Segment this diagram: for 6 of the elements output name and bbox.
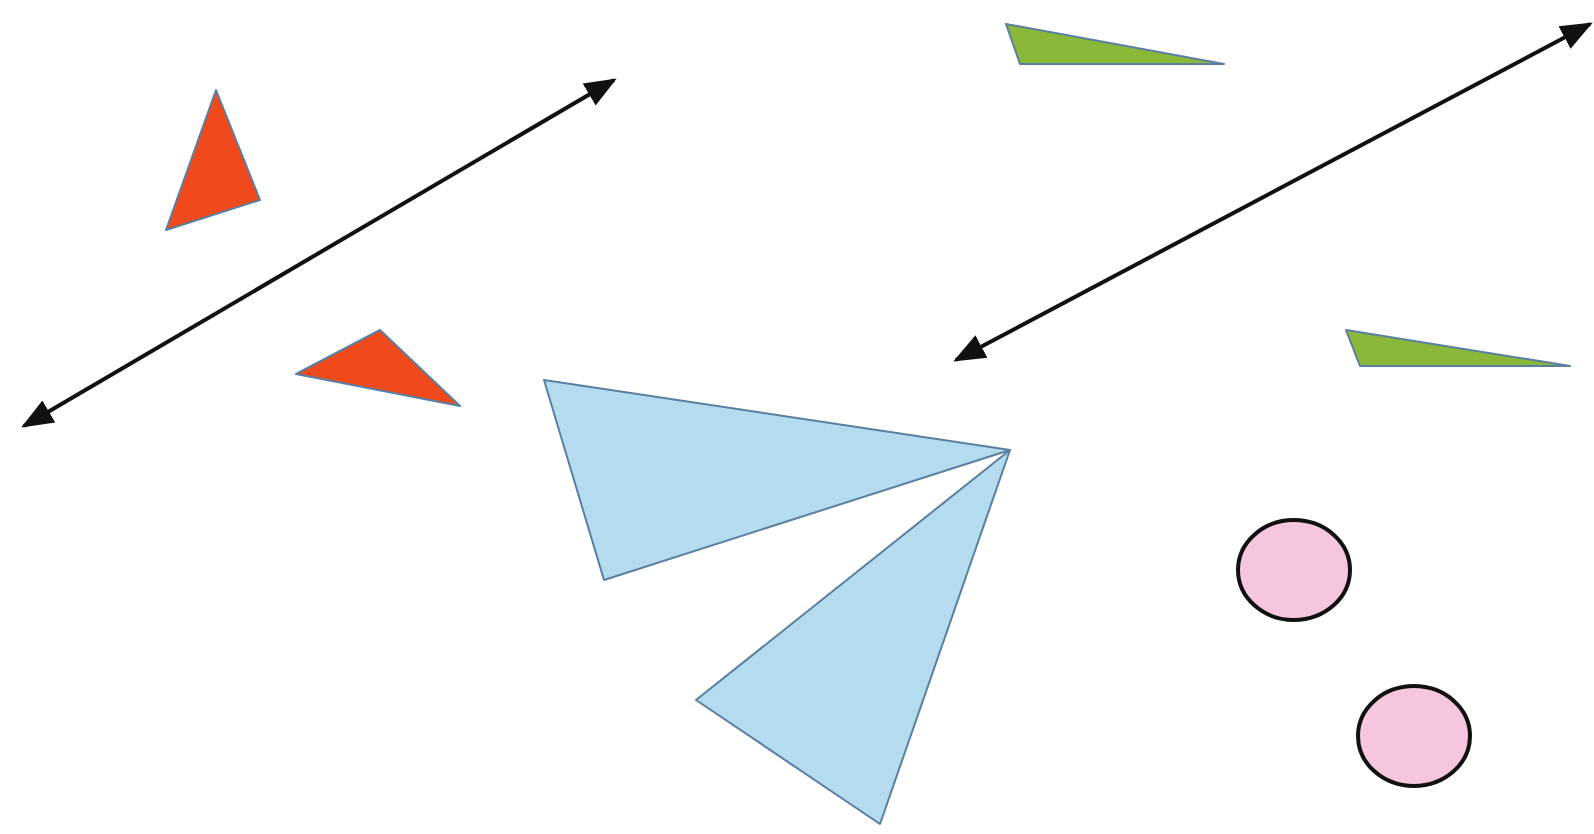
- ellipse-shape: [1354, 682, 1474, 790]
- ellipse-shape: [1234, 516, 1354, 624]
- triangle-shape: [690, 444, 1016, 830]
- triangle-shape: [1340, 324, 1576, 372]
- triangle-shape: [1000, 18, 1230, 70]
- triangle-shape: [290, 324, 466, 412]
